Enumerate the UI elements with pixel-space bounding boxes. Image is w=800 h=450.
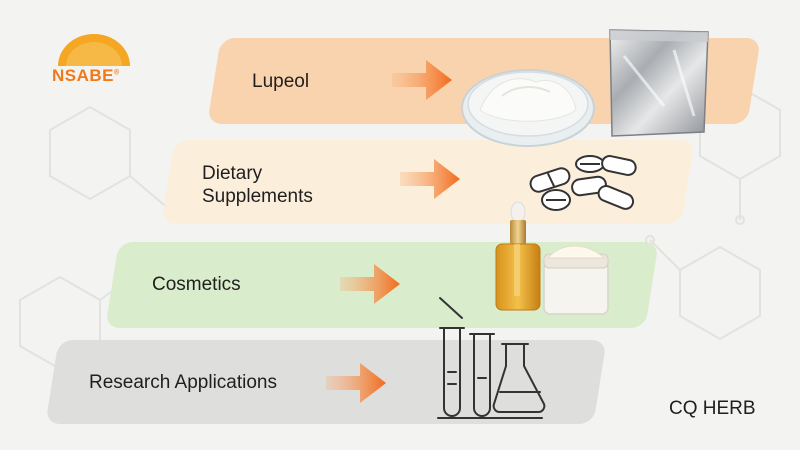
row-label-lupeol: Lupeol: [252, 71, 310, 92]
serum-bottle-icon: [495, 201, 609, 315]
sunrise-logo-icon: [58, 34, 130, 66]
nsabe-logo: NSABE®: [52, 30, 136, 86]
foil-pouch-icon: [609, 29, 709, 137]
arrow-right-icon: [392, 60, 452, 100]
arrow-right-icon: [400, 159, 460, 199]
logo-text: NSABE®: [52, 66, 120, 85]
arrow-right-icon: [326, 363, 386, 403]
brand-name: CQ HERB: [669, 398, 756, 419]
row-label-cosmetics: Cosmetics: [152, 274, 241, 295]
arrow-right-icon: [340, 264, 400, 304]
powder-dish-icon: [461, 69, 595, 147]
lab-glassware-icon: [437, 297, 546, 419]
capsules-icon: [529, 155, 637, 211]
row-label-research-applications: Research Applications: [89, 372, 277, 393]
